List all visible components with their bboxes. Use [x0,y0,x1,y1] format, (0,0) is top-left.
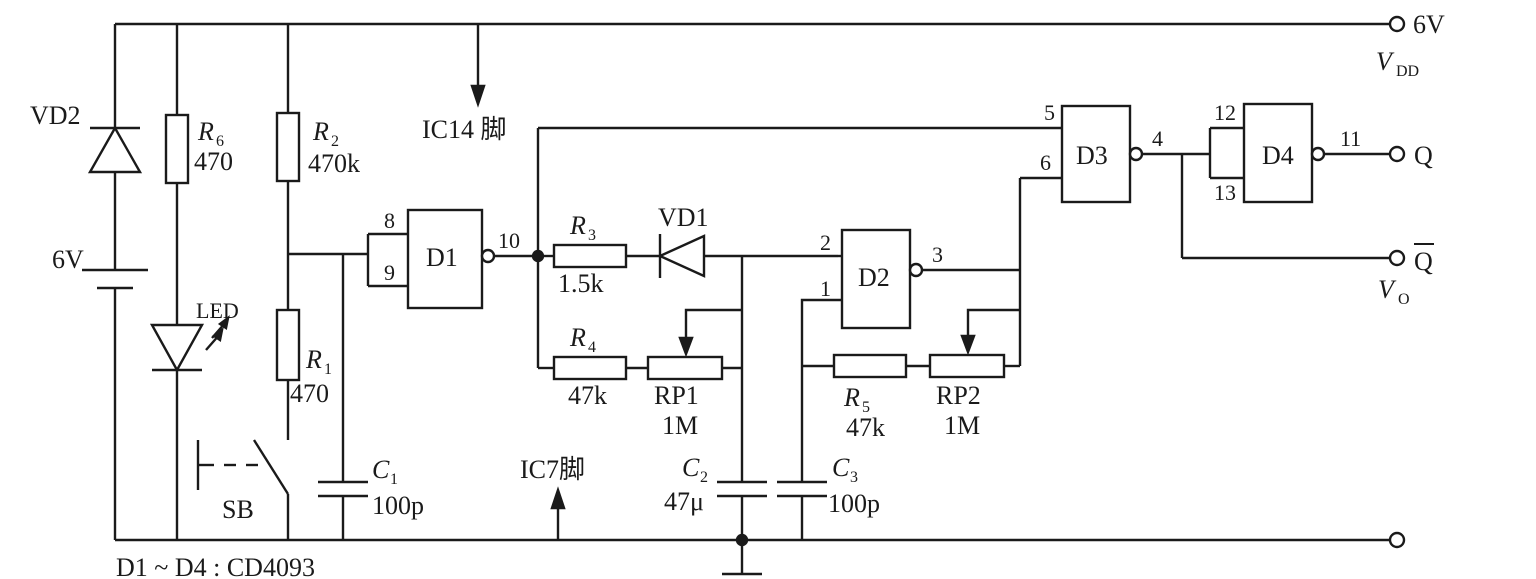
d3-pin-6: 6 [1040,150,1051,175]
r6-led-branch [149,24,205,540]
c2-value: 47μ [664,487,704,516]
gate-d1-label: D1 [426,243,458,272]
battery-voltage-label: 6V [52,245,84,274]
c1-label: C [372,455,390,484]
q-bar-output-label: Q [1414,247,1433,276]
vo-label: V [1378,275,1397,304]
rp2-label: RP2 [936,381,981,410]
vdd-label: V [1376,47,1395,76]
rp1-value: 1M [662,411,698,440]
r5-value: 47k [846,413,885,442]
d4-pin-13: 13 [1214,180,1236,205]
q-output-label: Q [1414,141,1433,170]
r1-label-sub: 1 [324,361,332,378]
d1-pin-8: 8 [384,208,395,233]
d3-pin-4: 4 [1152,126,1163,151]
vdd-label-sub: DD [1396,63,1419,80]
gate-d2-label: D2 [858,263,890,292]
r3-vd1-path [552,234,838,278]
supply-rail-top [115,15,1406,33]
gate-d1 [366,208,538,310]
gate-d4 [1208,102,1406,204]
d4-pin-12: 12 [1214,100,1236,125]
r1-value: 470 [290,379,329,408]
ic14-arrow [470,24,486,108]
vd2-label: VD2 [30,101,81,130]
r6-value: 470 [194,147,233,176]
r2-r1-divider [275,24,301,440]
r5-label: R [843,383,860,412]
r2-label-sub: 2 [331,133,339,150]
rp2-value: 1M [944,411,980,440]
d2-pin-3: 3 [932,242,943,267]
d2-pin-1: 1 [820,276,831,301]
r5-rp2-path [802,176,1062,379]
supply-terminal-label: 6V [1413,10,1445,39]
c2-capacitor [717,256,767,540]
led-label: LED [196,298,239,323]
r6-label: R [197,117,214,146]
d2-pin-2: 2 [820,230,831,255]
r3-label: R [569,211,586,240]
r3-value: 1.5k [558,269,604,298]
gate-d3 [1060,104,1210,204]
q-bar-output-path [1180,154,1406,267]
r6-label-sub: 6 [216,133,224,150]
ic7-arrow [550,486,566,540]
d1-pin-9: 9 [384,260,395,285]
vd2-battery-branch [82,24,148,540]
d4-pin-11: 11 [1340,126,1361,151]
c3-capacitor [777,480,827,540]
r3-label-sub: 3 [588,227,596,244]
c2-label: C [682,453,700,482]
r2-value: 470k [308,149,360,178]
c2-label-sub: 2 [700,469,708,486]
gate-d3-label: D3 [1076,141,1108,170]
ic7-note: IC7脚 [520,455,585,484]
r4-label-sub: 4 [588,339,596,356]
sb-label: SB [222,495,254,524]
ic14-note: IC14 脚 [422,115,507,144]
r4-label: R [569,323,586,352]
gate-d4-label: D4 [1262,141,1294,170]
c3-label: C [832,453,850,482]
d3-pin-5: 5 [1044,100,1055,125]
sb-switch [196,439,290,540]
node-d1-output [531,126,1062,370]
led-light-arrows-icon [205,315,230,351]
vd1-label: VD1 [658,203,709,232]
c1-capacitor [288,252,368,540]
c3-value: 100p [828,489,880,518]
r2-label: R [312,117,329,146]
gate-d2 [800,228,1020,482]
d1-pin-10: 10 [498,228,520,253]
r1-label: R [305,345,322,374]
c3-label-sub: 3 [850,469,858,486]
c1-label-sub: 1 [390,471,398,488]
r4-value: 47k [568,381,607,410]
vo-label-sub: O [1398,291,1410,308]
c1-value: 100p [372,491,424,520]
r5-label-sub: 5 [862,399,870,416]
r4-rp1-path [552,308,742,381]
ic-type-note: D1 ~ D4 : CD4093 [116,553,315,579]
rp1-label: RP1 [654,381,699,410]
